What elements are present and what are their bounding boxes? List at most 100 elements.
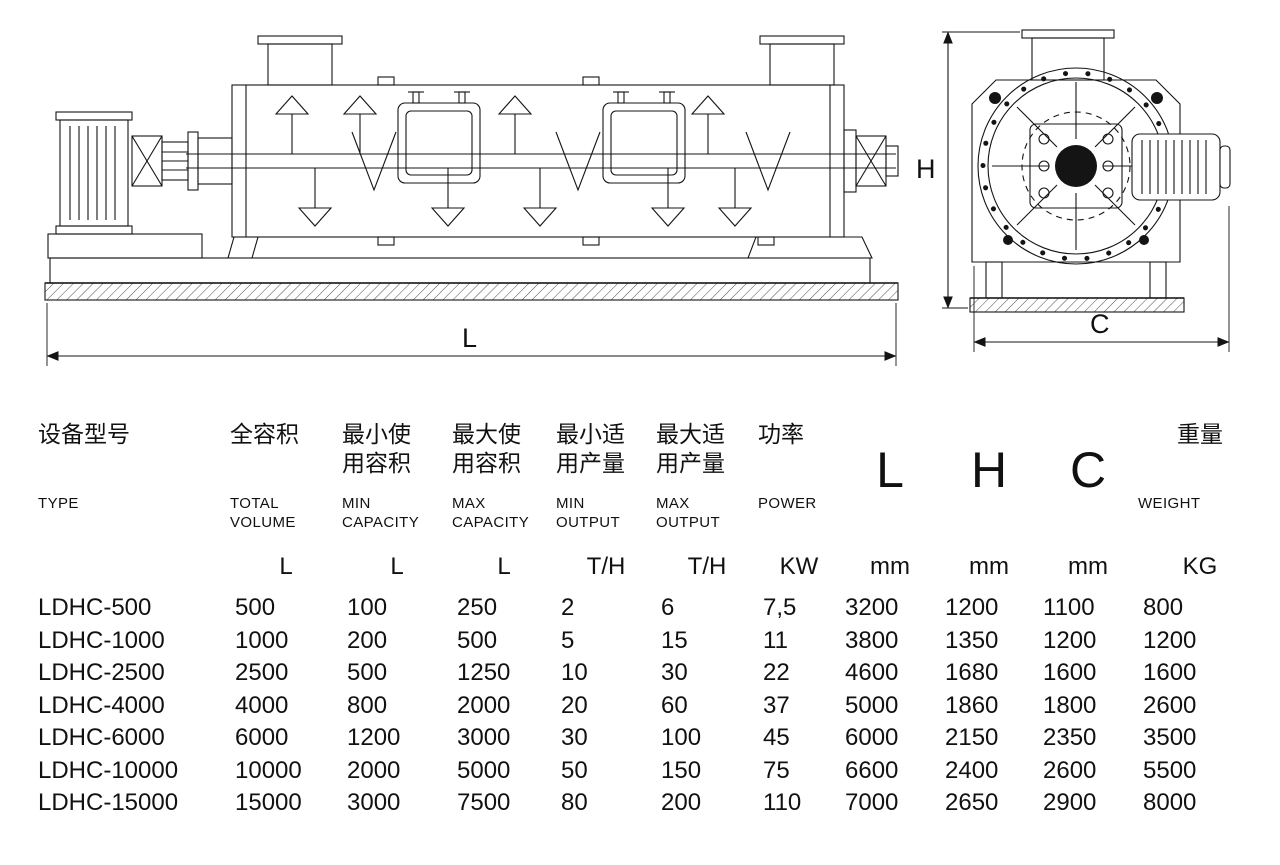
cell-max-cap: 2000 bbox=[457, 691, 511, 719]
unit-power: KW bbox=[779, 553, 819, 580]
inlet-nozzle-right bbox=[759, 35, 845, 86]
cell-type: LDHC-500 bbox=[38, 594, 152, 622]
cell-dim-l: 5000 bbox=[845, 691, 899, 719]
cell-min-cap: 800 bbox=[347, 691, 388, 719]
shaft-end bbox=[1055, 145, 1097, 187]
cell-power: 75 bbox=[763, 756, 790, 784]
cell-dim-h: 2150 bbox=[945, 724, 999, 752]
dimension-l: L bbox=[46, 303, 897, 366]
cell-min-cap: 1200 bbox=[347, 724, 401, 752]
cell-min-cap: 100 bbox=[347, 594, 388, 622]
cell-dim-l: 6000 bbox=[845, 724, 899, 752]
cell-min-out: 2 bbox=[561, 594, 575, 622]
cell-type: LDHC-4000 bbox=[38, 691, 165, 719]
spec-table: 设备型号 全容积 最小使 用容积 最大使 用容积 最小适 用产量 最大适 用产量… bbox=[38, 398, 1262, 820]
cell-dim-h: 2650 bbox=[945, 789, 999, 817]
cell-min-out: 30 bbox=[561, 724, 588, 752]
cell-type: LDHC-6000 bbox=[38, 724, 165, 752]
unit-mincap: L bbox=[390, 553, 404, 580]
unit-volume: L bbox=[279, 553, 293, 580]
cell-max-cap: 500 bbox=[457, 626, 498, 654]
cell-min-cap: 500 bbox=[347, 659, 388, 687]
cell-type: LDHC-1000 bbox=[38, 626, 165, 654]
plough-tools-down bbox=[297, 168, 753, 227]
cell-max-cap: 7500 bbox=[457, 789, 511, 817]
cell-dim-c: 2600 bbox=[1043, 756, 1097, 784]
dim-label-c: C bbox=[1090, 309, 1110, 339]
cell-dim-l: 6600 bbox=[845, 756, 899, 784]
cell-dim-c: 1100 bbox=[1043, 594, 1095, 622]
cell-volume: 10000 bbox=[235, 756, 302, 784]
col-header-power-en: POWER bbox=[758, 495, 817, 512]
foundation-hatch bbox=[44, 282, 899, 301]
cell-power: 22 bbox=[763, 659, 790, 687]
cell-max-cap: 1250 bbox=[457, 659, 511, 687]
cell-volume: 6000 bbox=[235, 724, 289, 752]
cell-dim-h: 2400 bbox=[945, 756, 999, 784]
cell-weight: 800 bbox=[1143, 594, 1184, 622]
end-inlet-nozzle bbox=[1021, 29, 1115, 81]
col-header-dim-c: C bbox=[1069, 442, 1107, 498]
col-header-volume-en: TOTAL VOLUME bbox=[230, 495, 296, 531]
cell-type: LDHC-2500 bbox=[38, 659, 165, 687]
cell-volume: 1000 bbox=[235, 626, 289, 654]
unit-dim-c: mm bbox=[1068, 553, 1108, 580]
col-header-type-zh: 设备型号 bbox=[38, 421, 130, 447]
cell-min-out: 20 bbox=[561, 691, 588, 719]
col-header-minout-zh: 最小适 用产量 bbox=[556, 421, 625, 476]
cell-dim-l: 7000 bbox=[845, 789, 899, 817]
cell-dim-l: 3200 bbox=[845, 594, 899, 622]
end-leg-left bbox=[985, 261, 1003, 299]
cell-weight: 8000 bbox=[1143, 789, 1197, 817]
cell-weight: 2600 bbox=[1143, 691, 1197, 719]
dimension-c: C bbox=[973, 206, 1230, 352]
col-header-maxcap-en: MAX CAPACITY bbox=[452, 495, 530, 531]
col-header-weight-en: WEIGHT bbox=[1138, 495, 1201, 512]
hub-plate bbox=[1029, 123, 1123, 209]
cell-max-out: 100 bbox=[661, 724, 702, 752]
col-header-maxcap-zh: 最大使 用容积 bbox=[452, 421, 521, 476]
cell-dim-c: 1600 bbox=[1043, 659, 1097, 687]
unit-dim-h: mm bbox=[969, 553, 1009, 580]
cell-max-cap: 3000 bbox=[457, 724, 511, 752]
end-motor bbox=[1131, 133, 1231, 201]
plough-tools-up bbox=[274, 95, 726, 154]
cell-min-cap: 200 bbox=[347, 626, 388, 654]
cell-volume: 15000 bbox=[235, 789, 302, 817]
cell-dim-h: 1680 bbox=[945, 659, 999, 687]
cell-dim-h: 1860 bbox=[945, 691, 999, 719]
cell-power: 11 bbox=[763, 626, 788, 654]
cell-dim-c: 2900 bbox=[1043, 789, 1097, 817]
cell-dim-l: 4600 bbox=[845, 659, 899, 687]
cell-dim-c: 2350 bbox=[1043, 724, 1097, 752]
inlet-nozzle-left bbox=[257, 35, 343, 86]
cell-min-cap: 2000 bbox=[347, 756, 401, 784]
bearing-right bbox=[843, 129, 899, 193]
cell-weight: 5500 bbox=[1143, 756, 1197, 784]
col-header-mincap-zh: 最小使 用容积 bbox=[342, 421, 411, 476]
inspection-door-1 bbox=[397, 91, 481, 184]
cell-power: 110 bbox=[763, 789, 802, 817]
cell-max-out: 6 bbox=[661, 594, 675, 622]
col-header-type-en: TYPE bbox=[38, 495, 79, 512]
drive-base bbox=[47, 233, 203, 259]
col-header-weight-zh: 重量 bbox=[1177, 421, 1223, 447]
cell-weight: 3500 bbox=[1143, 724, 1197, 752]
cell-dim-l: 3800 bbox=[845, 626, 899, 654]
cell-min-cap: 3000 bbox=[347, 789, 401, 817]
cell-volume: 500 bbox=[235, 594, 276, 622]
col-header-mincap-en: MIN CAPACITY bbox=[342, 495, 420, 531]
dimension-h: H bbox=[916, 31, 1020, 309]
cell-power: 7,5 bbox=[763, 594, 797, 622]
cell-type: LDHC-10000 bbox=[38, 756, 179, 784]
col-header-maxout-zh: 最大适 用产量 bbox=[656, 421, 725, 476]
cell-dim-c: 1200 bbox=[1043, 626, 1097, 654]
cell-weight: 1200 bbox=[1143, 626, 1197, 654]
end-housing bbox=[971, 79, 1181, 263]
col-header-volume-zh: 全容积 bbox=[230, 421, 299, 447]
col-header-dim-h: H bbox=[970, 442, 1008, 498]
side-view: L bbox=[44, 35, 899, 366]
end-leg-right bbox=[1149, 261, 1167, 299]
unit-weight: KG bbox=[1182, 553, 1218, 580]
cell-power: 45 bbox=[763, 724, 790, 752]
